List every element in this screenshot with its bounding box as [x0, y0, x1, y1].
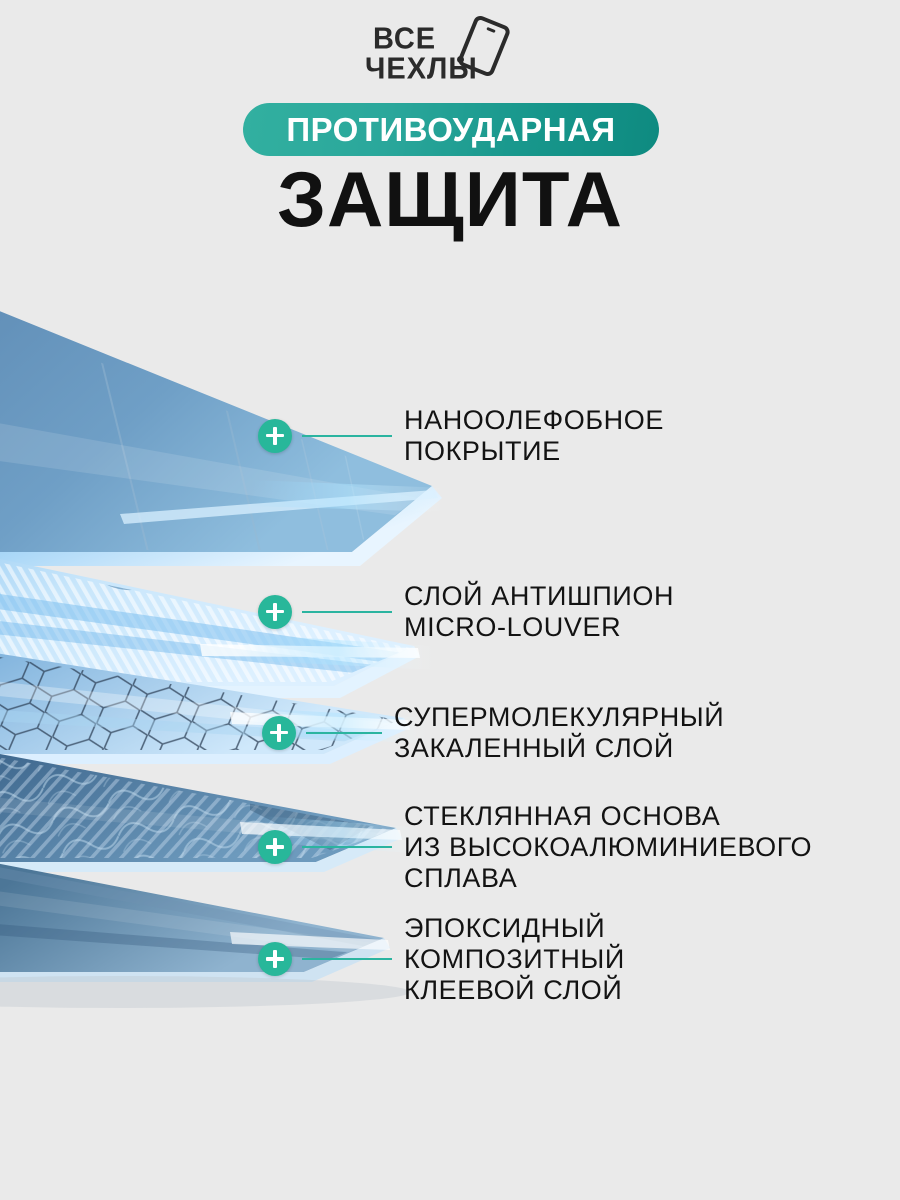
callout-connector-line — [302, 610, 392, 613]
plus-icon — [258, 418, 292, 453]
callout-label: НАНООЛЕФОБНОЕ ПОКРЫТИЕ — [404, 405, 664, 466]
callout-connector-line — [302, 434, 392, 437]
callout-connector-line — [302, 846, 392, 849]
callout-high-aluminium-glass-base: СТЕКЛЯННАЯ ОСНОВА ИЗ ВЫСОКОАЛЮМИНИЕВОГО … — [258, 801, 812, 893]
callout-label: ЭПОКСИДНЫЙ КОМПОЗИТНЫЙ КЛЕЕВОЙ СЛОЙ — [404, 913, 625, 1005]
callout-nano-oleophobic-coating: НАНООЛЕФОБНОЕ ПОКРЫТИЕ — [258, 405, 664, 467]
callout-label: СЛОЙ АНТИШПИОН MICRO-LOUVER — [404, 581, 675, 642]
callout-label: СУПЕРМОЛЕКУЛЯРНЫЙ ЗАКАЛЕННЫЙ СЛОЙ — [394, 702, 725, 763]
callout-connector-line — [306, 731, 382, 734]
callout-anti-spy-micro-louver: СЛОЙ АНТИШПИОН MICRO-LOUVER — [258, 581, 674, 643]
plus-icon — [258, 942, 292, 977]
exploded-layers-illustration — [0, 250, 560, 1010]
shockproof-badge: ПРОТИВОУДАРНАЯ — [243, 103, 659, 156]
badge-label: ПРОТИВОУДАРНАЯ — [286, 110, 616, 148]
callout-supermolecular-tempered-layer: СУПЕРМОЛЕКУЛЯРНЫЙ ЗАКАЛЕННЫЙ СЛОЙ — [262, 702, 724, 764]
plus-icon — [258, 594, 292, 629]
page-title: ЗАЩИТА — [277, 155, 623, 243]
brand-logo-line1: ВСЕ — [373, 22, 437, 56]
brand-logo: ВСЕ ЧЕХЛЫ — [0, 13, 900, 88]
brand-logo-line2: ЧЕХЛЫ — [365, 52, 478, 86]
callout-connector-line — [302, 958, 392, 961]
plus-icon — [262, 715, 296, 750]
callout-epoxy-composite-adhesive-layer: ЭПОКСИДНЫЙ КОМПОЗИТНЫЙ КЛЕЕВОЙ СЛОЙ — [258, 913, 625, 1005]
plus-icon — [258, 830, 292, 865]
callout-label: СТЕКЛЯННАЯ ОСНОВА ИЗ ВЫСОКОАЛЮМИНИЕВОГО … — [404, 801, 813, 893]
